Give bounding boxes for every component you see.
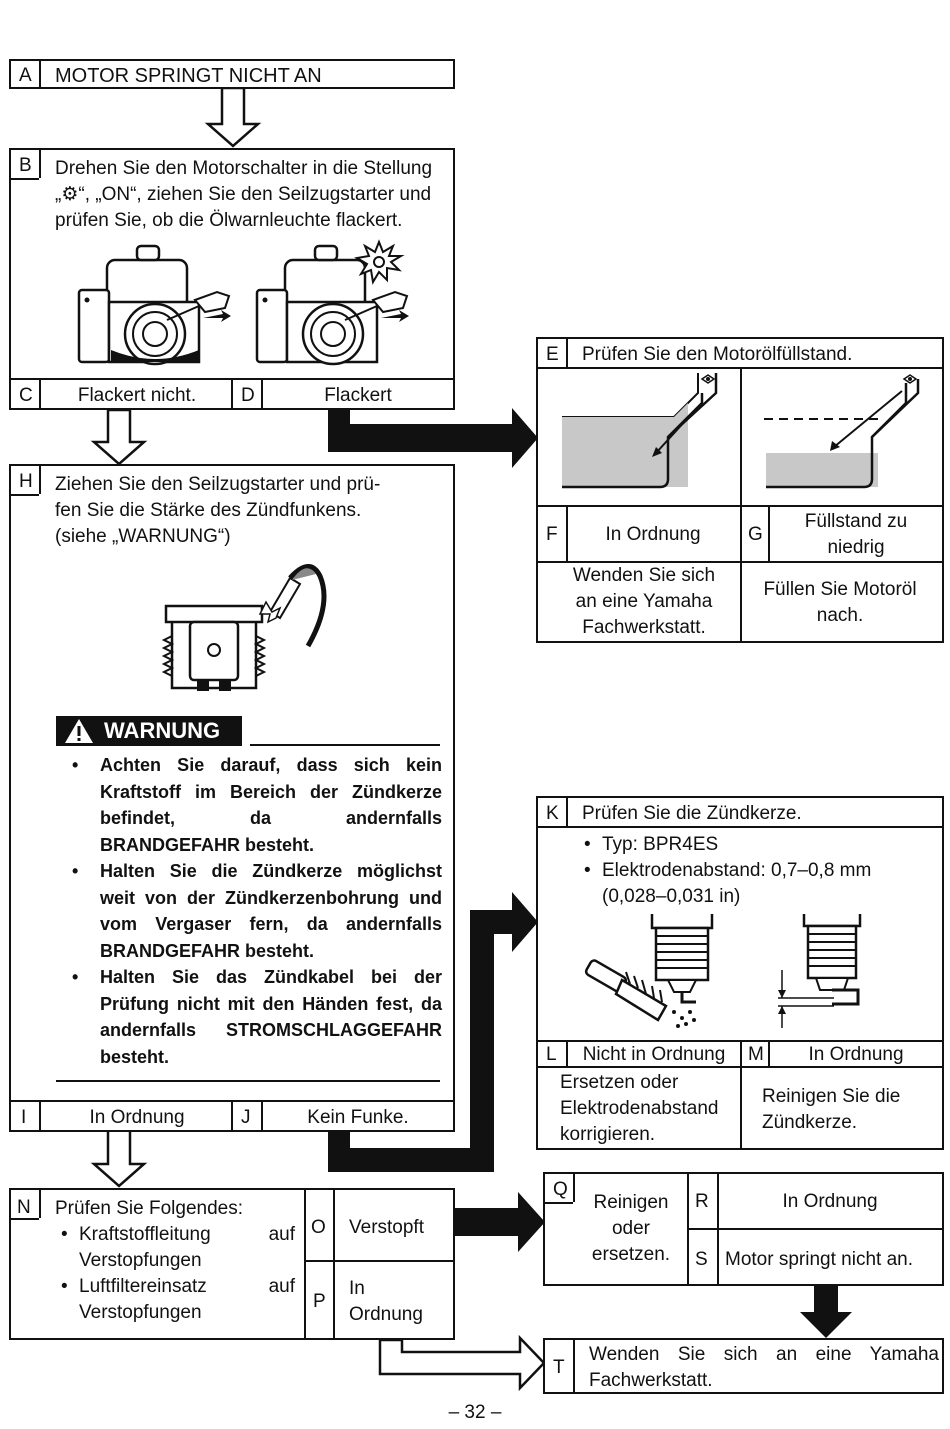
- arrow-i-to-n: [90, 1128, 148, 1188]
- box-b-line1: Drehen Sie den Motorschalter in die Stel…: [55, 158, 433, 179]
- box-n-text: Prüfen Sie Folgendes:: [55, 1198, 244, 1219]
- box-g-text: Füllstand zu niedrig: [804, 511, 908, 558]
- engine-illustration-flicker: [255, 239, 409, 366]
- box-n-letter: N: [17, 1197, 31, 1218]
- box-b: B Drehen Sie den Motorschalter in die St…: [9, 148, 455, 410]
- box-i: I In Ordnung: [9, 1100, 233, 1132]
- spark-plug-gap-illustration: [778, 914, 862, 1028]
- box-b-letter: B: [19, 155, 32, 176]
- box-p-letter: P: [313, 1291, 326, 1312]
- box-t: T Wenden Sie sich an eine Yamaha Fachwer…: [543, 1338, 944, 1394]
- box-b-line3: prüfen Sie, ob die Ölwarnleuchte flacker…: [55, 210, 403, 231]
- warning-title-text: WARNUNG: [104, 718, 221, 743]
- warning-item-1: Achten Sie darauf, dass sich kein Krafts…: [58, 752, 442, 858]
- box-s-letter: S: [695, 1249, 708, 1270]
- box-f-action: Wenden Sie sich an eine Yamaha Fachwerks…: [572, 565, 716, 638]
- box-f-text: In Ordnung: [605, 524, 701, 545]
- box-o-text: Verstopft: [349, 1217, 424, 1238]
- box-l-action: Ersetzen oder Elektrodenabstand korrigie…: [560, 1072, 719, 1145]
- box-a-text: MOTOR SPRINGT NICHT AN: [55, 65, 322, 87]
- oil-level-ok-illustration: [562, 373, 718, 489]
- box-c-letter: C: [19, 385, 33, 406]
- box-e-text: Prüfen Sie den Motorölfüllstand.: [582, 344, 853, 365]
- box-c-text: Flackert nicht.: [77, 385, 197, 406]
- box-k: K Prüfen Sie die Zündkerze. Typ: BPR4ES …: [536, 796, 944, 1150]
- box-m-action: Reinigen Sie die Zündkerze.: [762, 1086, 901, 1133]
- box-h-text: Ziehen Sie den Seilzugstarter und prü- f…: [55, 472, 449, 550]
- oil-level-low-illustration: [764, 374, 920, 489]
- page-number: – 32 –: [448, 1402, 502, 1423]
- box-n-content: Prüfen Sie Folgendes: Kraftstoffleitung …: [55, 1196, 295, 1326]
- box-h-line3: (siehe „WARNUNG“): [55, 526, 231, 547]
- box-j-letter: J: [241, 1107, 251, 1128]
- box-b-line2: „⚙“, „ON“, ziehen Sie den Seilzugstarter…: [55, 184, 432, 205]
- box-g-letter: G: [748, 524, 763, 545]
- box-q: Q Reinigen oder ersetzen. R In Ordnung S…: [543, 1172, 944, 1286]
- box-e: E Prüfen Sie den Motorölfüllstand. F In …: [536, 337, 944, 643]
- box-e-letter: E: [546, 344, 559, 365]
- box-n-item-2: Luftfiltereinsatz auf Verstopfungen: [55, 1274, 295, 1326]
- box-a: A MOTOR SPRINGT NICHT AN: [9, 59, 455, 89]
- box-d-letter: D: [241, 385, 255, 406]
- box-b-text: Drehen Sie den Motorschalter in die Stel…: [55, 156, 449, 234]
- box-g-action: Füllen Sie Motoröl nach.: [763, 579, 917, 626]
- box-d: D Flackert: [231, 378, 455, 410]
- arrow-c-to-h: [90, 408, 148, 466]
- box-h-line2: fen Sie die Stärke des Zündfunkens.: [55, 500, 362, 521]
- box-i-letter: I: [21, 1107, 27, 1128]
- box-f-letter: F: [546, 524, 558, 545]
- box-k-letter: K: [546, 803, 559, 824]
- box-r-text: In Ordnung: [782, 1191, 878, 1212]
- spark-plug-gap-in: (0,028–0,031 in): [602, 886, 741, 907]
- arrow-d-to-e: [328, 408, 538, 468]
- box-n-item-1: Kraftstoffleitung auf Verstopfungen: [55, 1222, 295, 1274]
- spark-plug-gap: Elektrodenabstand: 0,7–0,8 mm (0,028–0,03…: [578, 858, 938, 910]
- box-l-text: Nicht in Ordnung: [582, 1044, 726, 1065]
- box-h-letter: H: [19, 471, 33, 492]
- box-t-letter: T: [553, 1357, 565, 1378]
- box-a-letter: A: [19, 65, 32, 86]
- box-m-text: In Ordnung: [808, 1044, 904, 1065]
- arrow-j-to-k: [328, 892, 538, 1172]
- spark-plug-gap-mm: Elektrodenabstand: 0,7–0,8 mm: [602, 860, 872, 881]
- spark-test-illustration: [161, 564, 327, 691]
- box-l-letter: L: [546, 1044, 557, 1065]
- spark-plug-type: Typ: BPR4ES: [578, 832, 938, 858]
- box-i-text: In Ordnung: [89, 1107, 185, 1128]
- warning-list: Achten Sie darauf, dass sich kein Krafts…: [58, 752, 442, 1070]
- box-c: C Flackert nicht.: [9, 378, 233, 410]
- box-q-letter: Q: [553, 1179, 568, 1200]
- warning-triangle-icon: [65, 719, 93, 743]
- box-k-specs: Typ: BPR4ES Elektrodenabstand: 0,7–0,8 m…: [578, 832, 938, 910]
- warning-item-3: Halten Sie das Zündkabel bei der Prüfung…: [58, 964, 442, 1070]
- box-j: J Kein Funke.: [231, 1100, 455, 1132]
- box-p-text: In Ordnung: [349, 1278, 423, 1325]
- arrow-s-to-t: [800, 1284, 852, 1338]
- arrow-a-to-b: [204, 86, 262, 148]
- box-o-letter: O: [311, 1217, 326, 1238]
- box-j-text: Kein Funke.: [307, 1107, 409, 1128]
- warning-title: WARNUNG: [56, 716, 242, 746]
- arrow-p-to-t: [378, 1334, 546, 1392]
- box-q-text: Reinigen oder ersetzen.: [591, 1192, 671, 1265]
- box-d-text: Flackert: [324, 385, 392, 406]
- warning-item-2: Halten Sie die Zündkerze möglichst weit …: [58, 858, 442, 964]
- box-r-letter: R: [695, 1191, 709, 1212]
- box-h-line1: Ziehen Sie den Seilzugstarter und prü-: [55, 474, 381, 495]
- arrow-o-to-q: [454, 1192, 545, 1252]
- box-m-letter: M: [748, 1044, 764, 1065]
- box-s-text: Motor springt nicht an.: [725, 1249, 913, 1270]
- box-n: N Prüfen Sie Folgendes: Kraftstoffleitun…: [9, 1188, 455, 1340]
- box-t-text: Wenden Sie sich an eine Yamaha Fachwerks…: [589, 1344, 939, 1391]
- engine-illustration-no-flicker: [77, 244, 231, 366]
- box-k-text: Prüfen Sie die Zündkerze.: [582, 803, 802, 824]
- spark-plug-cleaning-illustration: [584, 914, 714, 1028]
